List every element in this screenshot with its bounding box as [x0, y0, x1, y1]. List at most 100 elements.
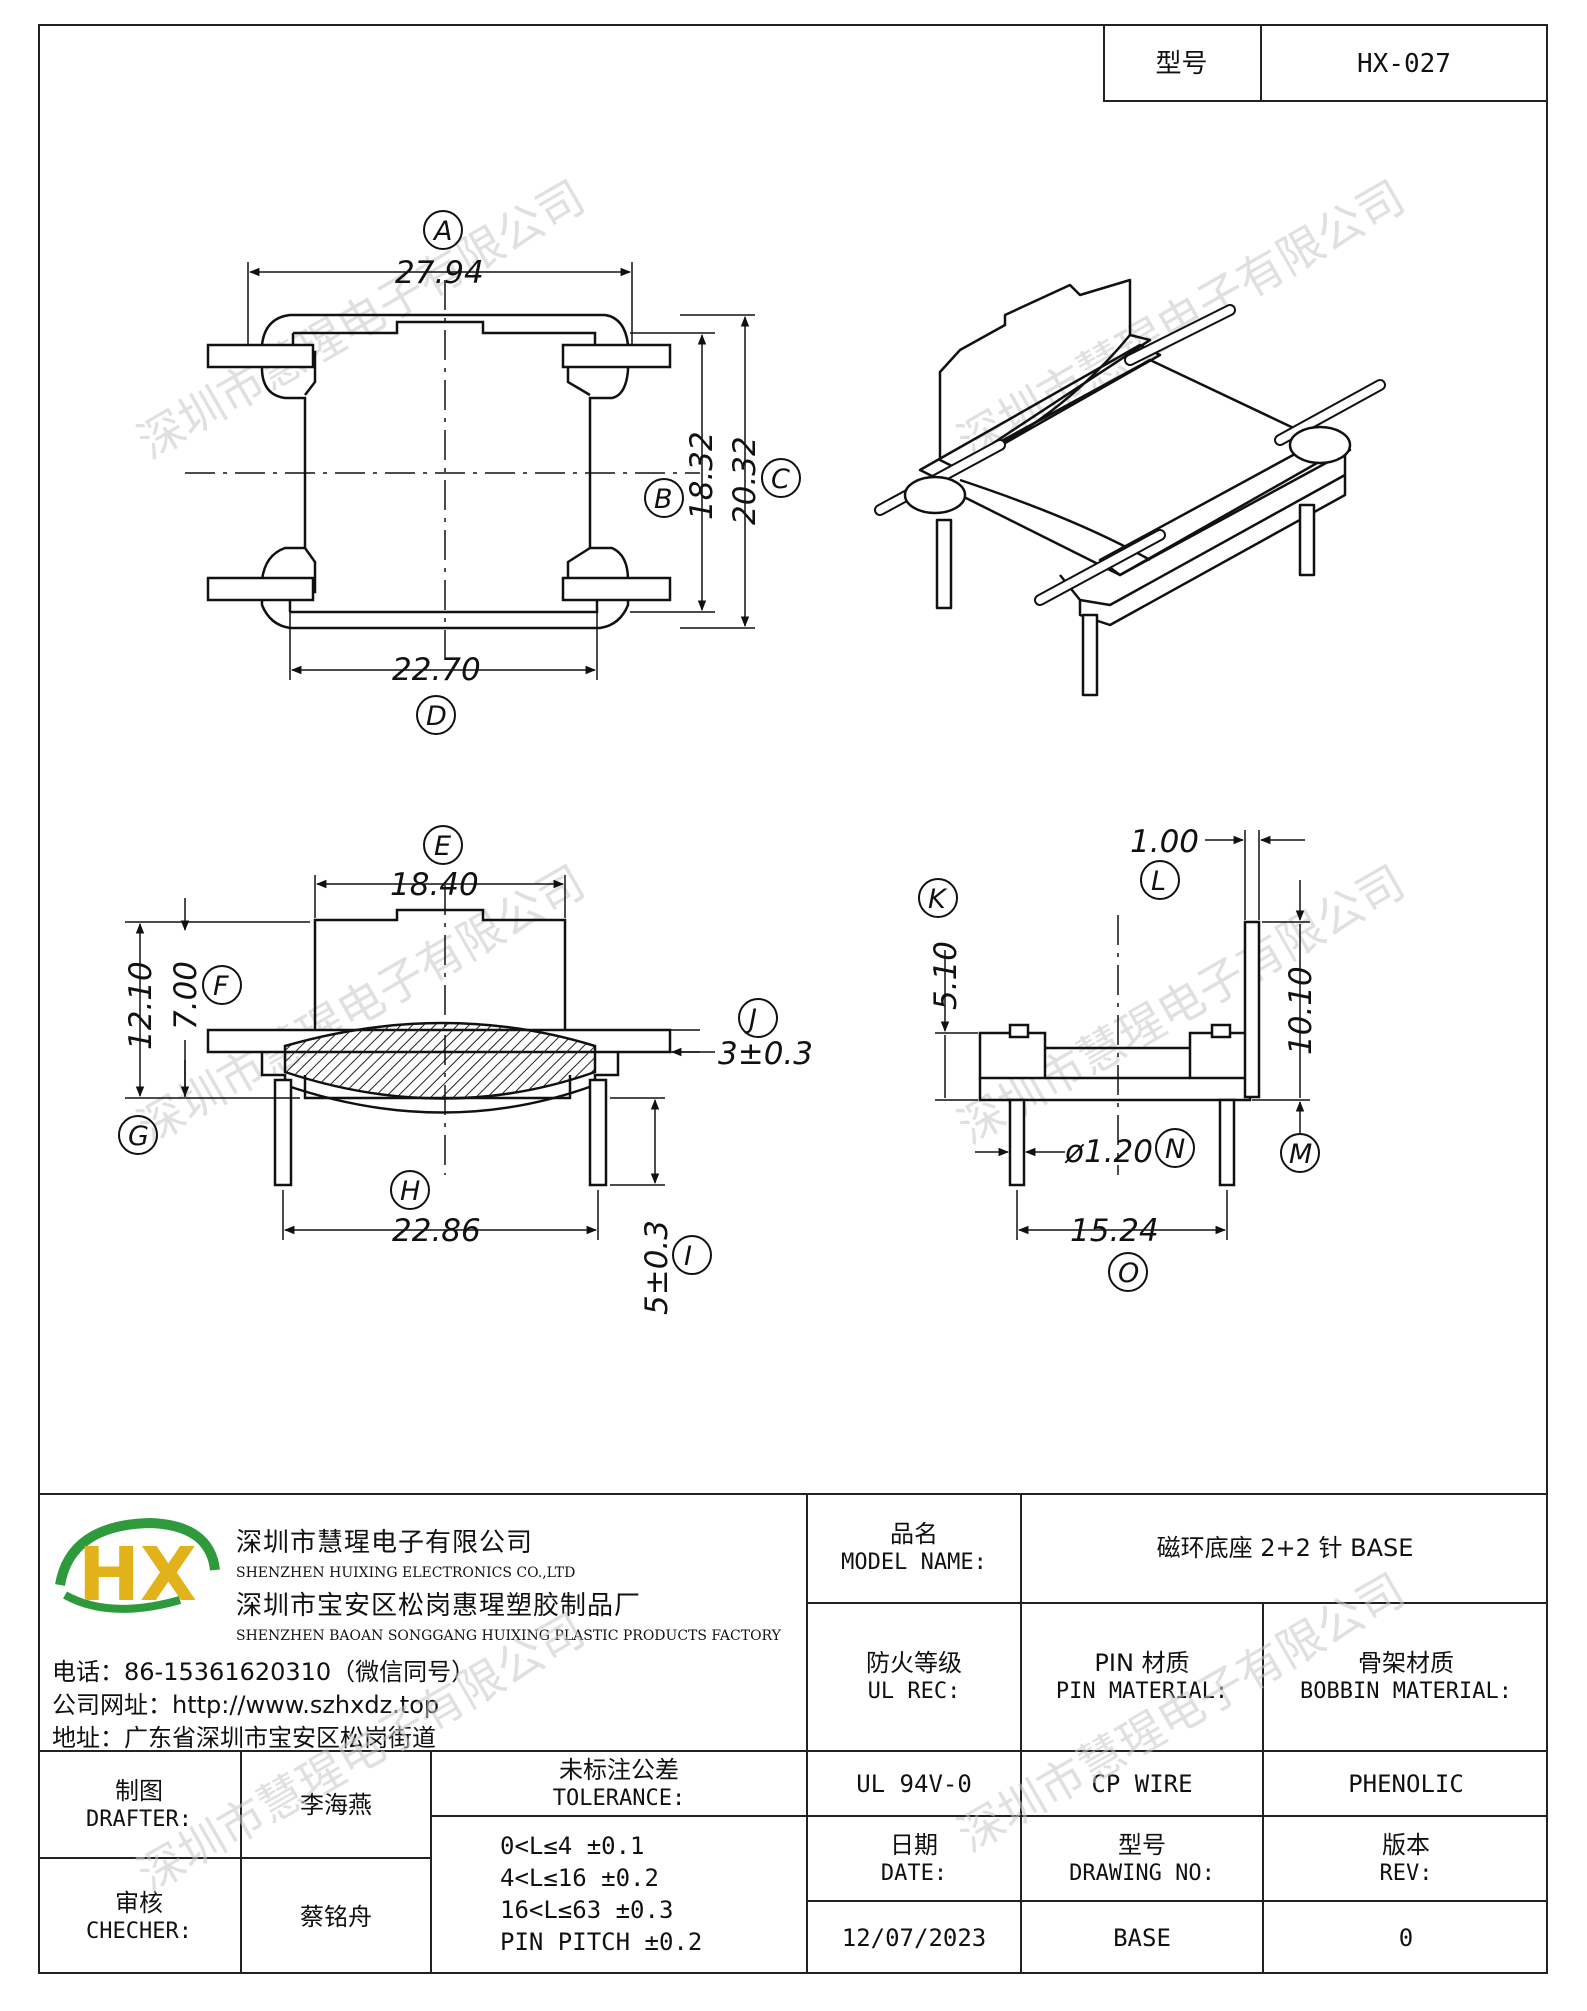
- label-H: H: [400, 1176, 420, 1207]
- model-name-label: 品名 MODEL NAME:: [808, 1493, 1020, 1602]
- label-M: M: [1289, 1139, 1312, 1170]
- label-K: K: [928, 884, 948, 915]
- dim-C-value: 20.32: [727, 436, 763, 525]
- ul-rec-label: 防火等级 UL REC:: [808, 1604, 1020, 1750]
- company-name-cn: 深圳市慧瑆电子有限公司: [236, 1528, 534, 1558]
- label-J: J: [744, 1004, 757, 1035]
- grid-line: [806, 1493, 808, 1974]
- grid-line: [1020, 1493, 1022, 1974]
- top-view: [185, 210, 801, 735]
- rev-en: REV:: [1379, 1860, 1433, 1886]
- model-name-value: 磁环底座 2+2 针 BASE: [1156, 1533, 1414, 1562]
- label-L: L: [1151, 866, 1166, 897]
- dim-E-value: 18.40: [390, 867, 479, 903]
- dim-I-value: 5±0.3: [639, 1220, 675, 1315]
- front-view-labels: E 18.40 F 7.00 12.10 G J 3±0.3 H 22.86 5…: [123, 831, 813, 1315]
- drawing-no-label: 型号 DRAWING NO:: [1022, 1817, 1262, 1900]
- grid-line: [430, 1750, 432, 1974]
- tolerance-line: 4<L≤16 ±0.2: [500, 1864, 659, 1892]
- label-E: E: [434, 831, 451, 862]
- title-block: [38, 1493, 1548, 1974]
- bobbin-material-cn: 骨架材质: [1358, 1649, 1454, 1678]
- company-logo: HX: [55, 1517, 220, 1618]
- drafter-value: 李海燕: [300, 1790, 372, 1819]
- pin-material-value: CP WIRE: [1091, 1769, 1193, 1798]
- label-C: C: [771, 464, 790, 495]
- label-F: F: [213, 971, 229, 1002]
- model-name-en: MODEL NAME:: [841, 1549, 987, 1575]
- model-name-cn: 品名: [890, 1519, 938, 1548]
- dim-G-value: 12.10: [123, 961, 159, 1050]
- bobbin-material-label: 骨架材质 BOBBIN MATERIAL:: [1264, 1604, 1548, 1750]
- company-website[interactable]: 公司网址：http://www.szhxdz.top: [52, 1691, 440, 1719]
- bobbin-material-value: PHENOLIC: [1348, 1769, 1464, 1798]
- rev-value: 0: [1398, 1924, 1414, 1952]
- label-B: B: [654, 484, 673, 515]
- drawing-no-cn: 型号: [1118, 1830, 1166, 1859]
- checker-en: CHECHER:: [86, 1918, 192, 1944]
- dim-H-value: 22.86: [392, 1213, 481, 1249]
- drafter-label: 制图 DRAFTER:: [38, 1752, 240, 1857]
- dim-F-value: 7.00: [168, 961, 204, 1030]
- watermark-text: 深圳市慧瑆电子有限公司: [949, 170, 1414, 470]
- ul-value: UL 94V-0: [856, 1769, 972, 1798]
- label-D: D: [426, 701, 447, 732]
- tolerance-label: 未标注公差 TOLERANCE:: [432, 1752, 806, 1815]
- factory-name-en: SHENZHEN BAOAN SONGGANG HUIXING PLASTIC …: [236, 1628, 781, 1644]
- dim-J-value: 3±0.3: [718, 1036, 813, 1072]
- drawing-no-en: DRAWING NO:: [1069, 1860, 1215, 1886]
- drawing-frame: [38, 24, 1548, 1974]
- checker-value: 蔡铭舟: [300, 1902, 372, 1931]
- rev-cn: 版本: [1382, 1830, 1430, 1859]
- tolerance-en: TOLERANCE:: [552, 1785, 686, 1811]
- ul-rec-cn: 防火等级: [866, 1649, 962, 1678]
- dim-M-value: 10.10: [1283, 966, 1319, 1055]
- dim-L-value: 1.00: [1130, 824, 1199, 860]
- grid-line: [1262, 1602, 1264, 1974]
- isometric-view: [874, 278, 1386, 697]
- ul-rec-en: UL REC:: [867, 1679, 961, 1705]
- grid-line: [240, 1750, 242, 1974]
- dim-K-value: 5.10: [928, 941, 964, 1010]
- grid-line: [806, 1602, 1548, 1604]
- tolerance-line: PIN PITCH ±0.2: [500, 1928, 703, 1956]
- dim-O-value: 15.24: [1070, 1213, 1159, 1249]
- grid-line: [38, 1750, 1548, 1752]
- checker-label: 审核 CHECHER:: [38, 1859, 240, 1974]
- company-name-en: SHENZHEN HUIXING ELECTRONICS CO.,LTD: [236, 1565, 576, 1581]
- drafter-en: DRAFTER:: [86, 1806, 192, 1832]
- dim-N-value: ø1.20: [1064, 1134, 1153, 1170]
- company-address: 地址：广东省深圳市宝安区松岗街道: [52, 1724, 436, 1752]
- label-I: I: [684, 1241, 692, 1272]
- top-view-labels: A 27.94 B 18.32 C 20.32 22.70 D: [392, 216, 790, 732]
- model-header-box: [1103, 26, 1546, 102]
- side-view-labels: 1.00 L K 5.10 10.10 M ø1.20 N 15.24 O: [928, 824, 1319, 1289]
- side-view: [918, 830, 1320, 1292]
- model-value: HX-027: [1357, 48, 1451, 79]
- watermark-text: 深圳市慧瑆电子有限公司: [129, 170, 594, 470]
- label-N: N: [1165, 1134, 1185, 1165]
- front-view: [118, 825, 778, 1275]
- dim-B-value: 18.32: [684, 431, 720, 520]
- company-phone: 电话：86-15361620310（微信同号）: [52, 1658, 476, 1686]
- label-A: A: [432, 216, 452, 247]
- technical-drawing: 深圳市慧瑆电子有限公司 深圳市慧瑆电子有限公司 深圳市慧瑆电子有限公司 深圳市慧…: [118, 170, 1414, 1315]
- dim-D-value: 22.70: [392, 652, 481, 688]
- label-O: O: [1118, 1258, 1139, 1289]
- date-label: 日期 DATE:: [808, 1817, 1020, 1900]
- tolerance-list: 0<L≤4 ±0.1 4<L≤16 ±0.2 16<L≤63 ±0.3 PIN …: [500, 1830, 702, 1958]
- date-cn: 日期: [890, 1830, 938, 1859]
- pin-material-label: PIN 材质 PIN MATERIAL:: [1022, 1604, 1262, 1750]
- drawing-no-value: BASE: [1113, 1924, 1171, 1952]
- label-G: G: [128, 1121, 149, 1152]
- header-divider: [1260, 26, 1262, 102]
- pin-material-en: PIN MATERIAL:: [1055, 1679, 1229, 1705]
- tolerance-line: 0<L≤4 ±0.1: [500, 1832, 645, 1860]
- grid-line: [430, 1815, 1548, 1817]
- date-en: DATE:: [880, 1860, 948, 1886]
- logo-text: HX: [78, 1532, 197, 1618]
- bobbin-material-en: BOBBIN MATERIAL:: [1300, 1679, 1512, 1705]
- model-label: 型号: [1155, 48, 1208, 79]
- date-value: 12/07/2023: [841, 1924, 987, 1952]
- grid-line: [806, 1900, 1548, 1902]
